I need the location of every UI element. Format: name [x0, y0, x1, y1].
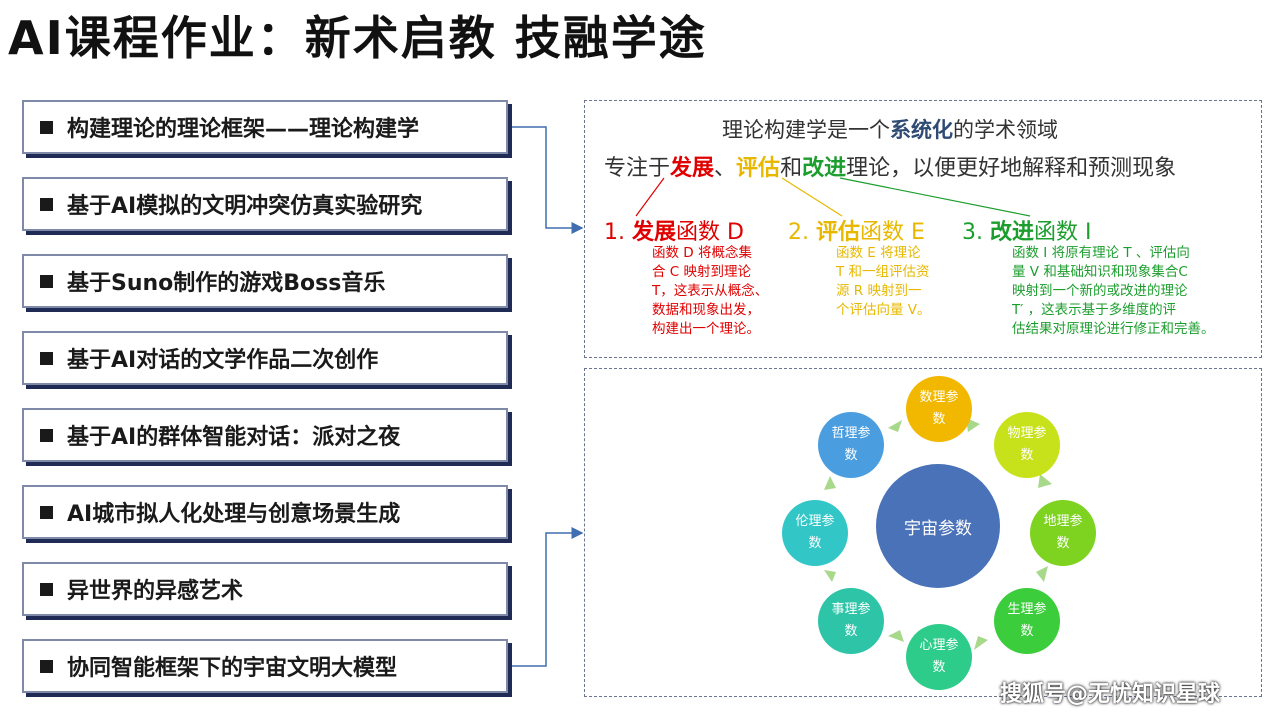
- cycle-node: 地理参数: [1030, 500, 1096, 566]
- topic-label: 基于AI对话的文学作品二次创作: [67, 348, 379, 373]
- function-i-heading: 3. 改进函数 I: [962, 220, 1092, 245]
- keyword-evaluate: 评估: [736, 156, 781, 181]
- cycle-node: 哲理参数: [818, 412, 884, 478]
- topic-label: 基于AI模拟的文明冲突仿真实验研究: [67, 194, 423, 219]
- square-bullet-icon: [40, 582, 53, 596]
- topic-item[interactable]: 基于Suno制作的游戏Boss音乐: [22, 254, 508, 308]
- link-develop: [635, 177, 665, 217]
- topic-item[interactable]: 异世界的异感艺术: [22, 562, 508, 616]
- cycle-node: 事理参数: [818, 588, 884, 654]
- topic-label: AI城市拟人化处理与创意场景生成: [67, 502, 401, 527]
- square-bullet-icon: [40, 505, 53, 519]
- keyword-develop: 发展: [670, 156, 715, 181]
- topic-label: 协同智能框架下的宇宙文明大模型: [67, 656, 398, 681]
- theory-focus: 专注于发展、评估和改进理论，以便更好地解释和预测现象: [604, 150, 1176, 182]
- square-bullet-icon: [40, 120, 53, 134]
- cycle-node: 伦理参数: [782, 500, 848, 566]
- cycle-node: 数理参数: [906, 376, 972, 442]
- cycle-node: 心理参数: [906, 624, 972, 690]
- page-title: AI课程作业：新术启教 技融学途: [8, 11, 707, 65]
- topic-label: 基于AI的群体智能对话：派对之夜: [67, 425, 401, 450]
- definition-keyword: 系统化: [890, 118, 953, 142]
- square-bullet-icon: [40, 351, 53, 365]
- function-d-heading: 1. 发展函数 D: [604, 220, 744, 245]
- square-bullet-icon: [40, 659, 53, 673]
- topic-item[interactable]: 构建理论的理论框架——理论构建学: [22, 100, 508, 154]
- center-node: 宇宙参数: [876, 464, 1000, 588]
- topic-item[interactable]: AI城市拟人化处理与创意场景生成: [22, 485, 508, 539]
- topic-item[interactable]: 协同智能框架下的宇宙文明大模型: [22, 639, 508, 693]
- cycle-node: 生理参数: [994, 588, 1060, 654]
- focus-separator: 和: [780, 156, 803, 181]
- topic-item[interactable]: 基于AI的群体智能对话：派对之夜: [22, 408, 508, 462]
- link-improve: [839, 177, 1031, 217]
- square-bullet-icon: [40, 428, 53, 442]
- focus-text: 理论，以便更好地解释和预测现象: [846, 156, 1177, 181]
- topic-label: 异世界的异感艺术: [67, 579, 244, 604]
- definition-text: 理论构建学是一个: [722, 118, 890, 142]
- topic-item[interactable]: 基于AI对话的文学作品二次创作: [22, 331, 508, 385]
- cycle-node: 物理参数: [994, 412, 1060, 478]
- topic-item[interactable]: 基于AI模拟的文明冲突仿真实验研究: [22, 177, 508, 231]
- topic-label: 基于Suno制作的游戏Boss音乐: [67, 271, 386, 296]
- theory-definition: 理论构建学是一个系统化的学术领域: [722, 114, 1058, 144]
- function-e-heading: 2. 评估函数 E: [788, 220, 925, 245]
- theory-panel: [584, 100, 1262, 358]
- keyword-improve: 改进: [802, 156, 847, 181]
- parameter-panel: [584, 368, 1262, 697]
- topic-label: 构建理论的理论框架——理论构建学: [67, 117, 420, 142]
- focus-text: 专注于: [604, 156, 671, 181]
- definition-text: 的学术领域: [953, 118, 1058, 142]
- square-bullet-icon: [40, 197, 53, 211]
- focus-separator: 、: [714, 156, 737, 181]
- connector-bottom: [512, 527, 584, 667]
- square-bullet-icon: [40, 274, 53, 288]
- watermark: 搜狐号@无忧知识星球: [1000, 682, 1221, 707]
- link-evaluate: [781, 177, 843, 217]
- connector-top: [512, 126, 584, 234]
